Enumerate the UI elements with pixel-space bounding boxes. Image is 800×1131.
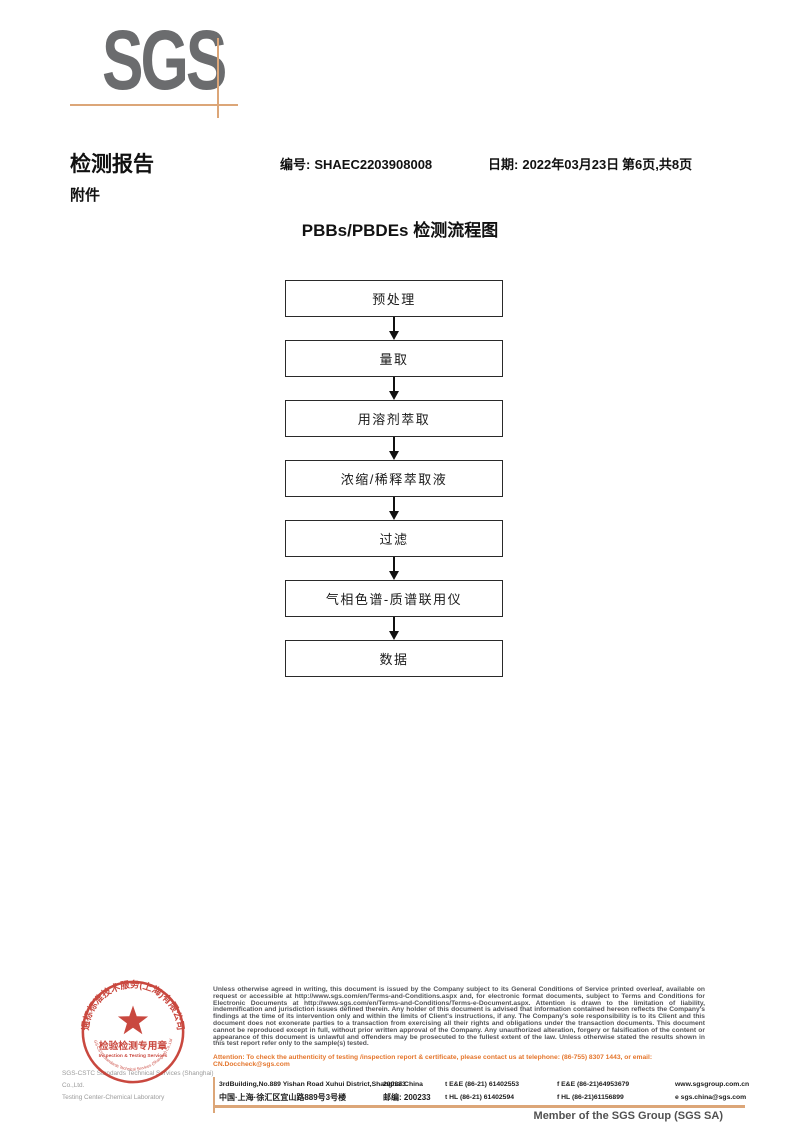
footer-horizontal-rule xyxy=(213,1105,745,1108)
flow-arrow-down-5 xyxy=(285,557,503,580)
fax-hl: f HL (86-21)61156899 xyxy=(557,1094,624,1101)
sgs-logo: SGS xyxy=(102,13,227,107)
flow-step-1: 预处理 xyxy=(285,280,503,317)
logo-horizontal-rule xyxy=(70,104,238,106)
flow-step-2: 量取 xyxy=(285,340,503,377)
arrow-head-icon xyxy=(389,331,399,340)
arrow-head-icon xyxy=(389,511,399,520)
logo-vertical-rule xyxy=(217,38,219,118)
postcode-cn-value: 200233 xyxy=(403,1093,431,1102)
arrow-head-icon xyxy=(389,391,399,400)
report-date: 日期:2022年03月23日 xyxy=(488,154,619,173)
address-row-en: 3rdBuilding,No.889 Yishan Road Xuhui Dis… xyxy=(219,1078,750,1091)
flow-step-7: 数据 xyxy=(285,640,503,677)
email-link: e sgs.china@sgs.com xyxy=(675,1094,747,1101)
attachment-label: 附件 xyxy=(70,187,101,204)
page-indicator: 第6页,共8页 xyxy=(622,157,693,172)
arrow-shaft xyxy=(393,377,395,391)
arrow-shaft xyxy=(393,437,395,451)
flow-arrow-down-1 xyxy=(285,317,503,340)
flow-step-3: 用溶剂萃取 xyxy=(285,400,503,437)
sgs-member-text: Member of the SGS Group (SGS SA) xyxy=(533,1110,723,1122)
report-title: 检测报告 xyxy=(70,153,154,176)
arrow-head-icon xyxy=(389,571,399,580)
phone-ee: t E&E (86-21) 61402553 xyxy=(445,1081,520,1088)
lab-company-line2: Testing Center-Chemical Laboratory xyxy=(62,1094,165,1101)
stamp-subtitle-text: Inspection & Testing Services xyxy=(99,1053,168,1059)
report-date-label: 日期: xyxy=(488,157,519,172)
report-number: 编号:SHAEC2203908008 xyxy=(280,154,432,173)
flow-step-5: 过滤 xyxy=(285,520,503,557)
stamp-ring xyxy=(81,980,185,1084)
flow-arrow-down-6 xyxy=(285,617,503,640)
terms-disclaimer: Unless otherwise agreed in writing, this… xyxy=(213,986,705,1048)
flow-arrow-down-2 xyxy=(285,377,503,400)
lab-company-line1: SGS-CSTC Standards Technical Services (S… xyxy=(62,1070,214,1089)
arrow-head-icon xyxy=(389,631,399,640)
website-link: www.sgsgroup.com.cn xyxy=(675,1081,750,1088)
address-cn: 中国·上海·徐汇区宜山路889号3号楼 xyxy=(219,1093,347,1102)
address-row-cn: 中国·上海·徐汇区宜山路889号3号楼 邮编: 200233 t HL (86-… xyxy=(219,1091,746,1104)
fax-ee: f E&E (86-21)64953679 xyxy=(557,1081,630,1088)
attention-notice: Attention: To check the authenticity of … xyxy=(213,1054,653,1068)
flow-arrow-down-4 xyxy=(285,497,503,520)
report-number-value: SHAEC2203908008 xyxy=(314,157,433,172)
arrow-shaft xyxy=(393,557,395,571)
address-vertical-rule xyxy=(213,1077,215,1113)
star-icon xyxy=(117,1005,149,1035)
phone-hl: t HL (86-21) 61402594 xyxy=(445,1094,515,1101)
postcode-cn-label: 邮编: xyxy=(383,1093,402,1102)
flow-step-4: 浓缩/稀释萃取液 xyxy=(285,460,503,497)
contact-block: 3rdBuilding,No.889 Yishan Road Xuhui Dis… xyxy=(219,1078,750,1104)
report-number-label: 编号: xyxy=(280,157,311,172)
arrow-shaft xyxy=(393,617,395,631)
stamp-title-text: 检验检测专用章 xyxy=(99,1039,167,1052)
flow-arrow-down-3 xyxy=(285,437,503,460)
arrow-shaft xyxy=(393,317,395,331)
inspection-stamp: 通标标准技术服务(上海)有限公司 检验检测专用章 Inspection & Te… xyxy=(80,979,186,1084)
arrow-head-icon xyxy=(389,451,399,460)
address-en: 3rdBuilding,No.889 Yishan Road Xuhui Dis… xyxy=(219,1081,423,1088)
postcode-cn: 邮编: 200233 xyxy=(383,1092,445,1103)
report-date-value: 2022年03月23日 xyxy=(522,157,620,172)
postcode-en: 200233 xyxy=(383,1081,406,1088)
lab-company-name: SGS-CSTC Standards Technical Services (S… xyxy=(62,1068,218,1104)
arrow-shaft xyxy=(393,497,395,511)
flowchart-title: PBBs/PBDEs 检测流程图 xyxy=(301,221,499,240)
flow-step-6: 气相色谱-质谱联用仪 xyxy=(285,580,503,617)
